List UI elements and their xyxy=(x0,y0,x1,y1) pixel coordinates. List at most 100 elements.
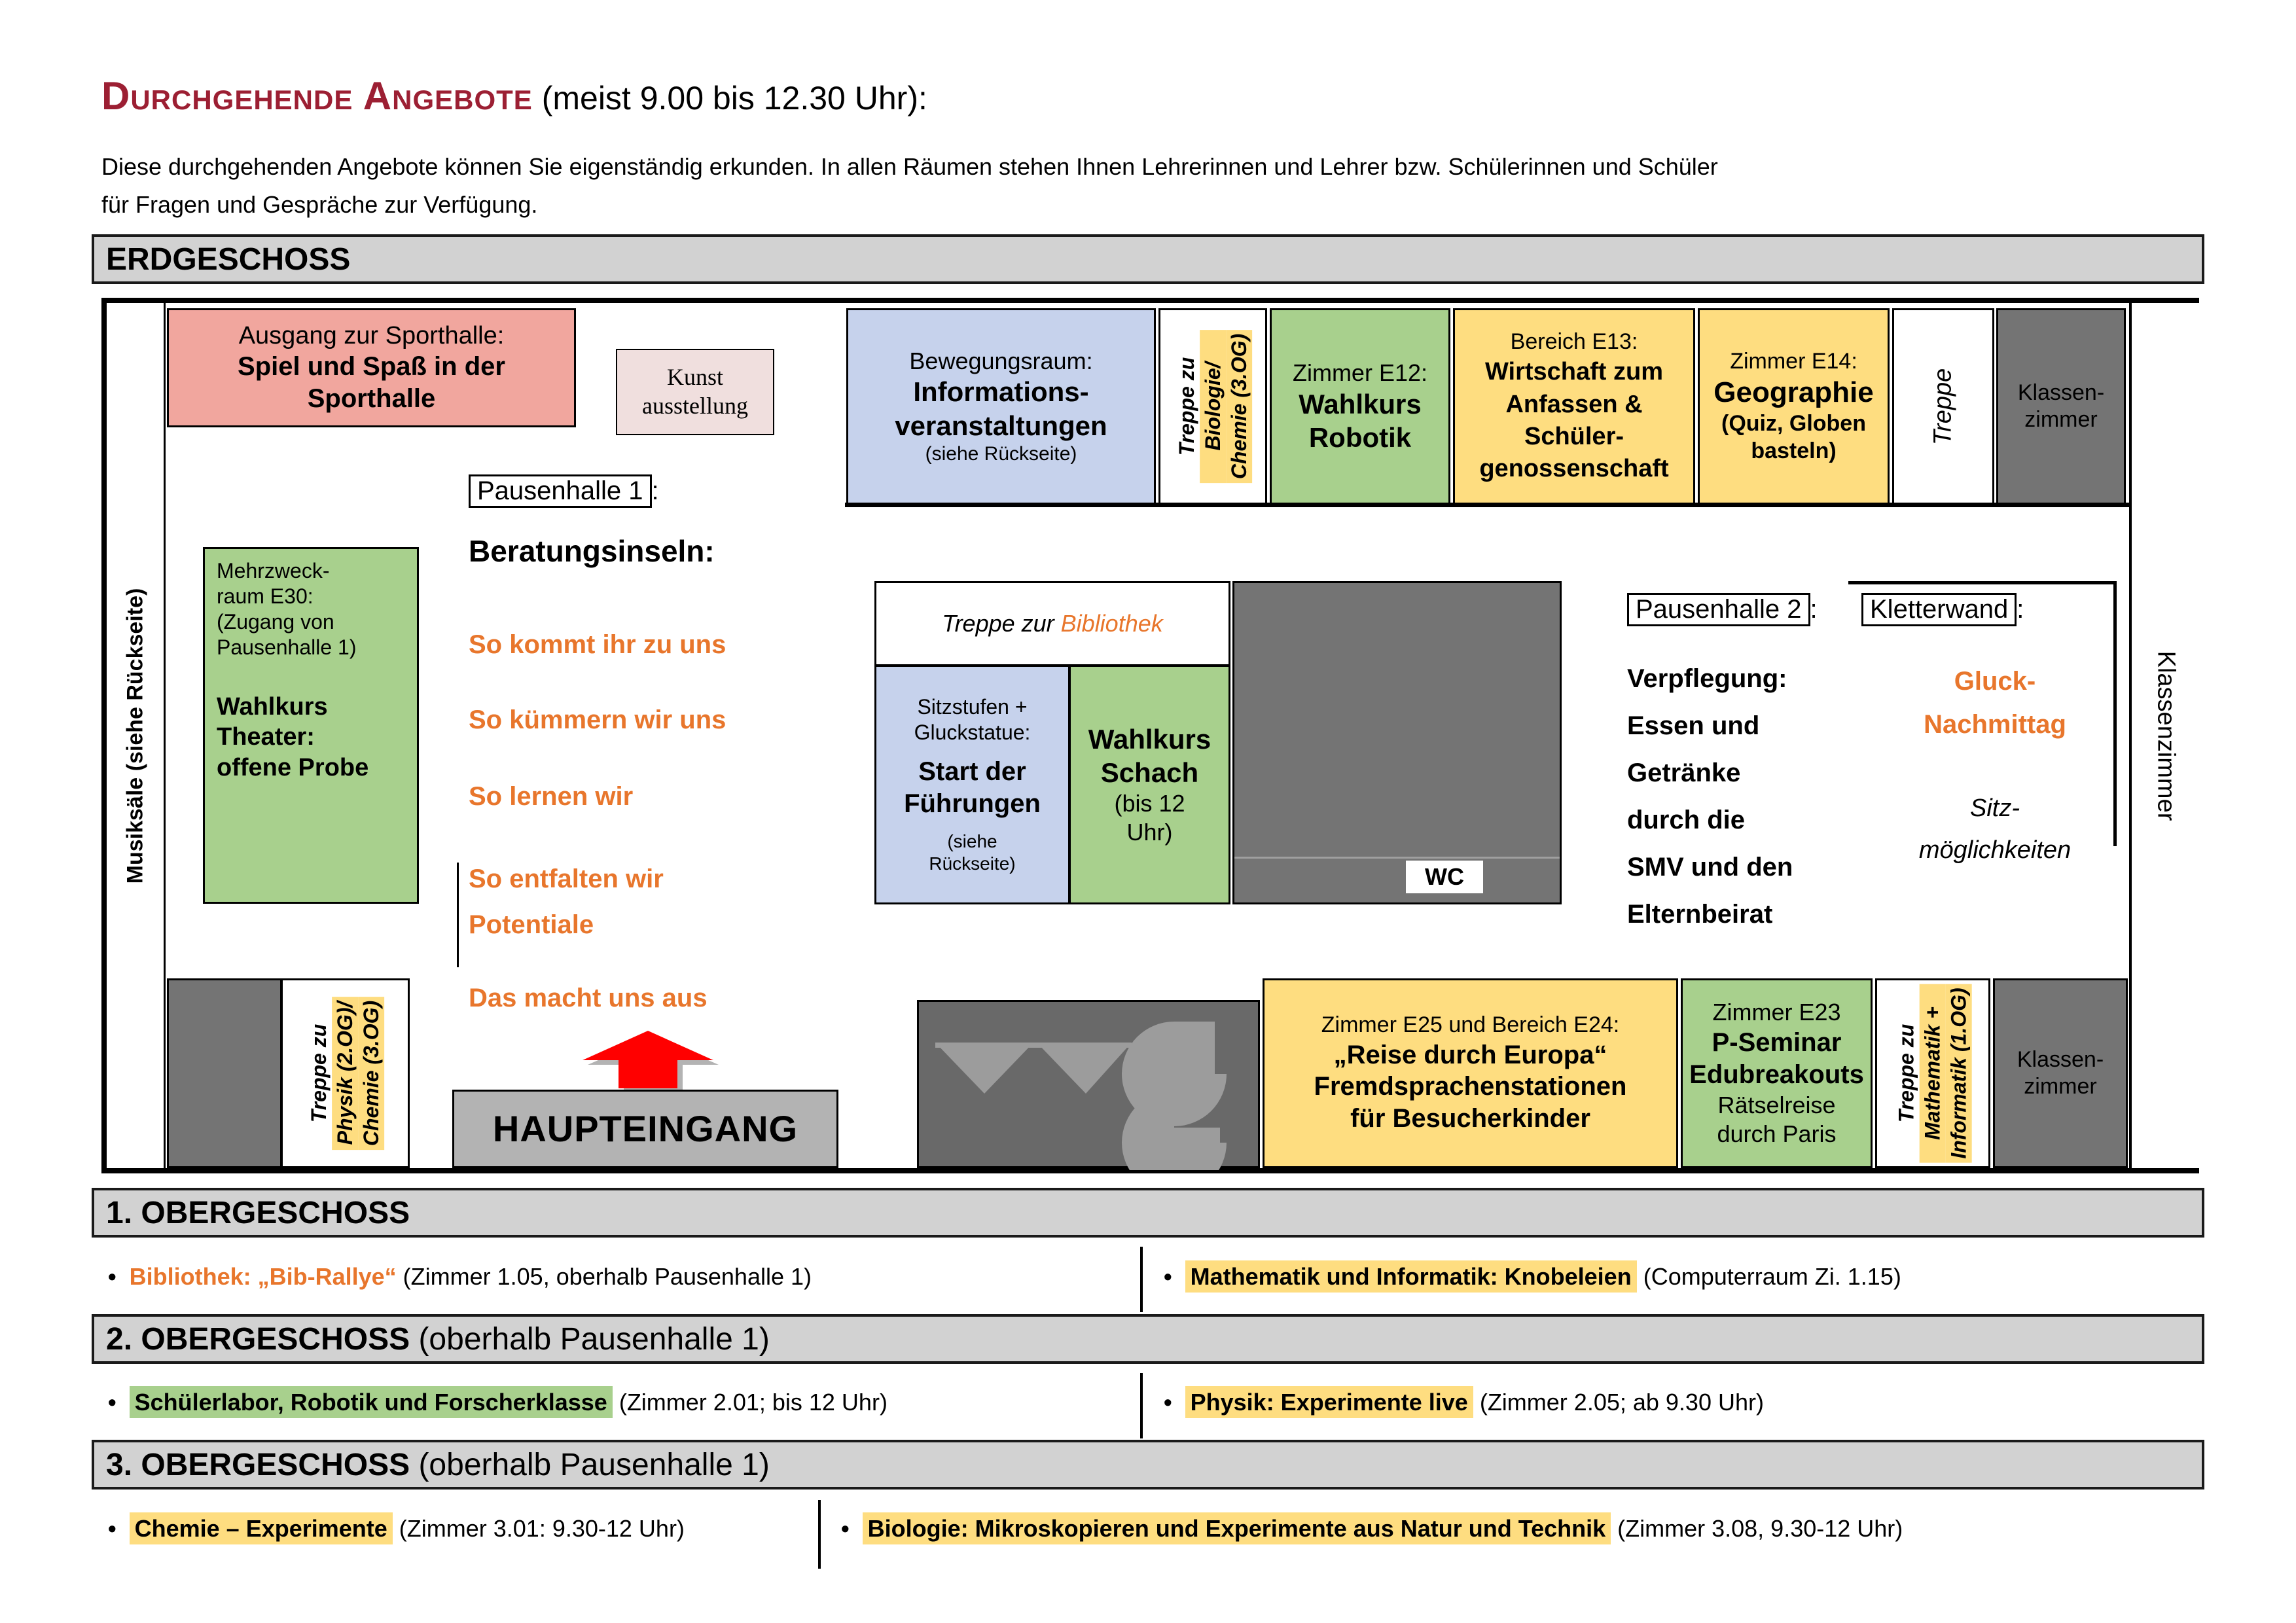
page-title-main: Durchgehende Angebote xyxy=(101,74,533,118)
e13-line1: Bereich E13: xyxy=(1510,329,1638,355)
wc-label-box: WC xyxy=(1406,861,1483,893)
label-pausenhalle2-box: Pausenhalle 2 xyxy=(1627,593,1810,626)
room-schach: Wahlkurs Schach (bis 12 Uhr) xyxy=(1069,665,1230,904)
schach-line1: Wahlkurs xyxy=(1088,723,1211,755)
bewegungsraum-line3: veranstaltungen xyxy=(895,410,1107,441)
room-e23: Zimmer E23 P-Seminar Edubreakouts Rätsel… xyxy=(1681,978,1873,1168)
e12-line3: Robotik xyxy=(1308,421,1412,453)
e23-line2: P-Seminar xyxy=(1712,1028,1842,1058)
og1-item-right: Mathematik und Informatik: Knobeleien (C… xyxy=(1164,1260,1901,1293)
label-kletterwand-box: Kletterwand xyxy=(1861,593,2017,626)
kunst-line2: ausstellung xyxy=(642,393,748,419)
e30-line2: raum E30: xyxy=(217,584,314,609)
stairs-biologie-hl2: Chemie (3.OG) xyxy=(1226,329,1253,484)
e13-line2: Wirtschaft zum xyxy=(1484,358,1663,386)
klassen-tr-line2: zimmer xyxy=(2024,407,2098,432)
e13-line3: Anfassen & xyxy=(1505,390,1643,418)
stairs-biologie-plain: Treppe zu xyxy=(1175,357,1199,456)
sitz-line1: Sitz- xyxy=(1970,794,2020,822)
gluck-line1: Gluck- xyxy=(1954,667,2036,696)
sitzstufen-line3: Start der xyxy=(918,757,1026,787)
stairs-bibliothek-plain: Treppe zur xyxy=(942,610,1061,637)
wall-segment-pausenhalle1 xyxy=(457,863,459,967)
beratung-item-2: So kümmern wir uns xyxy=(469,705,726,734)
sitzstufen-line1: Sitzstufen + xyxy=(917,695,1028,719)
e12-line2: Wahlkurs xyxy=(1299,388,1422,419)
beratung-item-5: Das macht uns aus xyxy=(469,984,708,1012)
haupteingang-label: HAUPTEINGANG xyxy=(492,1107,798,1149)
stairs-mathematik-informatik: Treppe zu Mathematik + Informatik (1.OG) xyxy=(1875,978,1990,1168)
page-title: Durchgehende Angebote (meist 9.00 bis 12… xyxy=(101,73,927,118)
og3-item-left: Chemie – Experimente (Zimmer 3.01: 9.30-… xyxy=(108,1512,685,1544)
stairs-biologie-chemie: Treppe zu Biologie/ Chemie (3.OG) xyxy=(1158,308,1267,505)
sitzmoeglichkeiten-block: Sitz- möglichkeiten xyxy=(1874,787,2116,871)
sitzstufen-line6: Rückseite) xyxy=(929,853,1016,874)
e14-line1: Zimmer E14: xyxy=(1730,348,1857,374)
section-bar-og1: 1. OBERGESCHOSS xyxy=(92,1188,2204,1238)
verpflegung-line3: Getränke xyxy=(1627,758,1741,787)
e13-line4: Schüler- xyxy=(1524,423,1624,451)
room-sitzstufen: Sitzstufen + Gluckstatue: Start der Führ… xyxy=(874,665,1070,904)
e14-line4: basteln) xyxy=(1751,438,1837,463)
beratung-item-3: So lernen wir xyxy=(469,782,634,811)
beratung-item-1: So kommt ihr zu uns xyxy=(469,630,726,659)
room-klassenzimmer-right-strip: Klassenzimmer xyxy=(2129,303,2199,1168)
e25-line1: Zimmer E25 und Bereich E24: xyxy=(1321,1012,1620,1038)
stairs-physik-plain: Treppe zu xyxy=(307,1024,331,1123)
stairs-physik-chemie-label: Treppe zu Physik (2.OG)/ Chemie (3.OG) xyxy=(306,996,385,1150)
e25-line3: Fremdsprachenstationen xyxy=(1314,1072,1627,1101)
og3-bar-label: 3. OBERGESCHOSS xyxy=(106,1447,410,1482)
room-klassenzimmer-bottom-right: Klassen- zimmer xyxy=(1993,978,2128,1168)
verpflegung-line2: Essen und xyxy=(1627,711,1760,740)
og2-bar-label: 2. OBERGESCHOSS xyxy=(106,1321,410,1357)
schach-line4: Uhr) xyxy=(1126,819,1173,846)
label-pausenhalle1-box: Pausenhalle 1 xyxy=(469,474,652,508)
og2-item-left-highlight: Schülerlabor, Robotik und Forscherklasse xyxy=(129,1386,613,1418)
stairs-biologie-chemie-label: Treppe zu Biologie/ Chemie (3.OG) xyxy=(1174,329,1253,484)
section-bar-erdgeschoss: ERDGESCHOSS xyxy=(92,234,2204,284)
og1-divider xyxy=(1140,1247,1143,1312)
stairs-top-right-label: Treppe xyxy=(1929,368,1957,445)
intro-line-1: Diese durchgehenden Angebote können Sie … xyxy=(101,153,1718,180)
e23-line5: durch Paris xyxy=(1717,1120,1837,1147)
e23-line3: Edubreakouts xyxy=(1689,1060,1864,1090)
og1-item-left-rest: (Zimmer 1.05, oberhalb Pausenhalle 1) xyxy=(396,1263,812,1290)
og3-item-right-highlight: Biologie: Mikroskopieren und Experimente… xyxy=(862,1512,1611,1544)
bewegungsraum-line4: (siehe Rückseite) xyxy=(925,442,1077,465)
room-e14: Zimmer E14: Geographie (Quiz, Globen bas… xyxy=(1698,308,1890,505)
sporthalle-line1: Ausgang zur Sporthalle: xyxy=(238,322,505,350)
room-e25-e24: Zimmer E25 und Bereich E24: „Reise durch… xyxy=(1263,978,1678,1168)
stairs-bibliothek-accent: Bibliothek xyxy=(1060,610,1163,637)
klassenzimmer-strip-label: Klassenzimmer xyxy=(2152,651,2180,821)
stairs-physik-chemie: Treppe zu Physik (2.OG)/ Chemie (3.OG) xyxy=(281,978,410,1168)
room-klassenzimmer-top-right: Klassen- zimmer xyxy=(1996,308,2126,505)
label-pausenhalle1-colon: : xyxy=(651,476,659,505)
section-bar-og3: 3. OBERGESCHOSS (oberhalb Pausenhalle 1) xyxy=(92,1440,2204,1489)
label-pausenhalle2: Pausenhalle 2: xyxy=(1627,593,1818,626)
stairs-biologie-hl1: Biologie/ xyxy=(1200,329,1227,484)
kunst-line1: Kunst xyxy=(666,364,723,391)
stairs-bibliothek-label: Treppe zur Bibliothek xyxy=(942,609,1163,638)
school-logo-block xyxy=(917,1000,1260,1195)
stairs-bibliothek: Treppe zur Bibliothek xyxy=(874,581,1230,666)
bewegungsraum-line1: Bewegungsraum: xyxy=(909,347,1093,374)
verpflegung-line1: Verpflegung: xyxy=(1627,664,1787,693)
room-bewegungsraum: Bewegungsraum: Informations- veranstaltu… xyxy=(846,308,1156,505)
beratung-item-4: So entfalten wir Potentiale xyxy=(469,865,664,939)
verpflegung-line6: Elternbeirat xyxy=(1627,900,1773,929)
label-pausenhalle2-colon: : xyxy=(1810,595,1818,624)
wc-floor-line xyxy=(1234,857,1560,859)
room-musiksaele-label: Musiksäle (siehe Rückseite) xyxy=(122,588,147,883)
og3-item-left-rest: (Zimmer 3.01: 9.30-12 Uhr) xyxy=(392,1515,685,1542)
e23-line1: Zimmer E23 xyxy=(1712,999,1841,1026)
stairs-physik-hl2: Chemie (3.OG) xyxy=(358,996,385,1150)
wall-kletterwand-right xyxy=(2113,581,2117,846)
wall-kletterwand-top xyxy=(1848,581,2117,584)
section-bar-og2: 2. OBERGESCHOSS (oberhalb Pausenhalle 1) xyxy=(92,1314,2204,1364)
og2-item-left-rest: (Zimmer 2.01; bis 12 Uhr) xyxy=(612,1389,888,1416)
sporthalle-line2: Spiel und Spaß in der xyxy=(238,352,505,382)
schach-line2: Schach xyxy=(1100,757,1199,789)
og2-item-right-highlight: Physik: Experimente live xyxy=(1185,1386,1473,1418)
e30-line1: Mehrzweck- xyxy=(217,559,330,582)
room-kunstausstellung: Kunst ausstellung xyxy=(616,349,774,435)
